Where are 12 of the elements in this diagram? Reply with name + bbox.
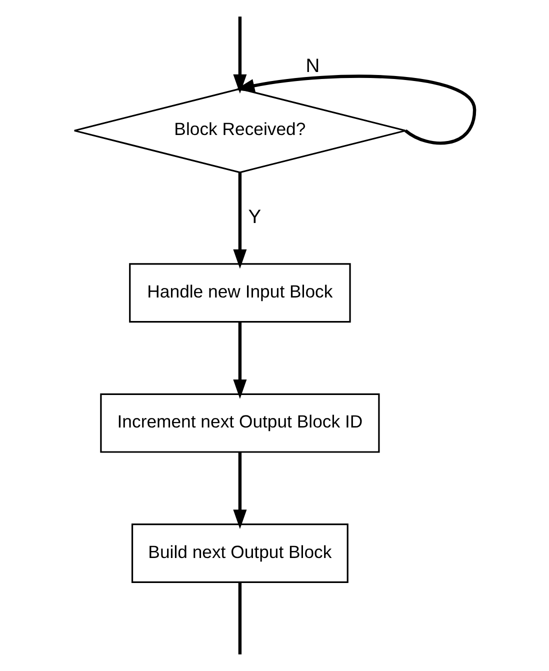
node-diamond: Block Received?	[74, 88, 406, 174]
node-box: Handle new Input Block	[129, 263, 351, 323]
edge-label: N	[306, 56, 320, 78]
arrow	[233, 172, 247, 269]
arrow	[233, 452, 247, 530]
edge-label: Y	[248, 207, 262, 228]
node-box: Increment next Output Block ID	[100, 393, 380, 453]
connector	[238, 582, 242, 654]
arrow	[235, 74, 476, 145]
arrow	[233, 322, 247, 399]
node-box: Build next Output Block	[131, 524, 348, 583]
arrow	[233, 16, 247, 94]
